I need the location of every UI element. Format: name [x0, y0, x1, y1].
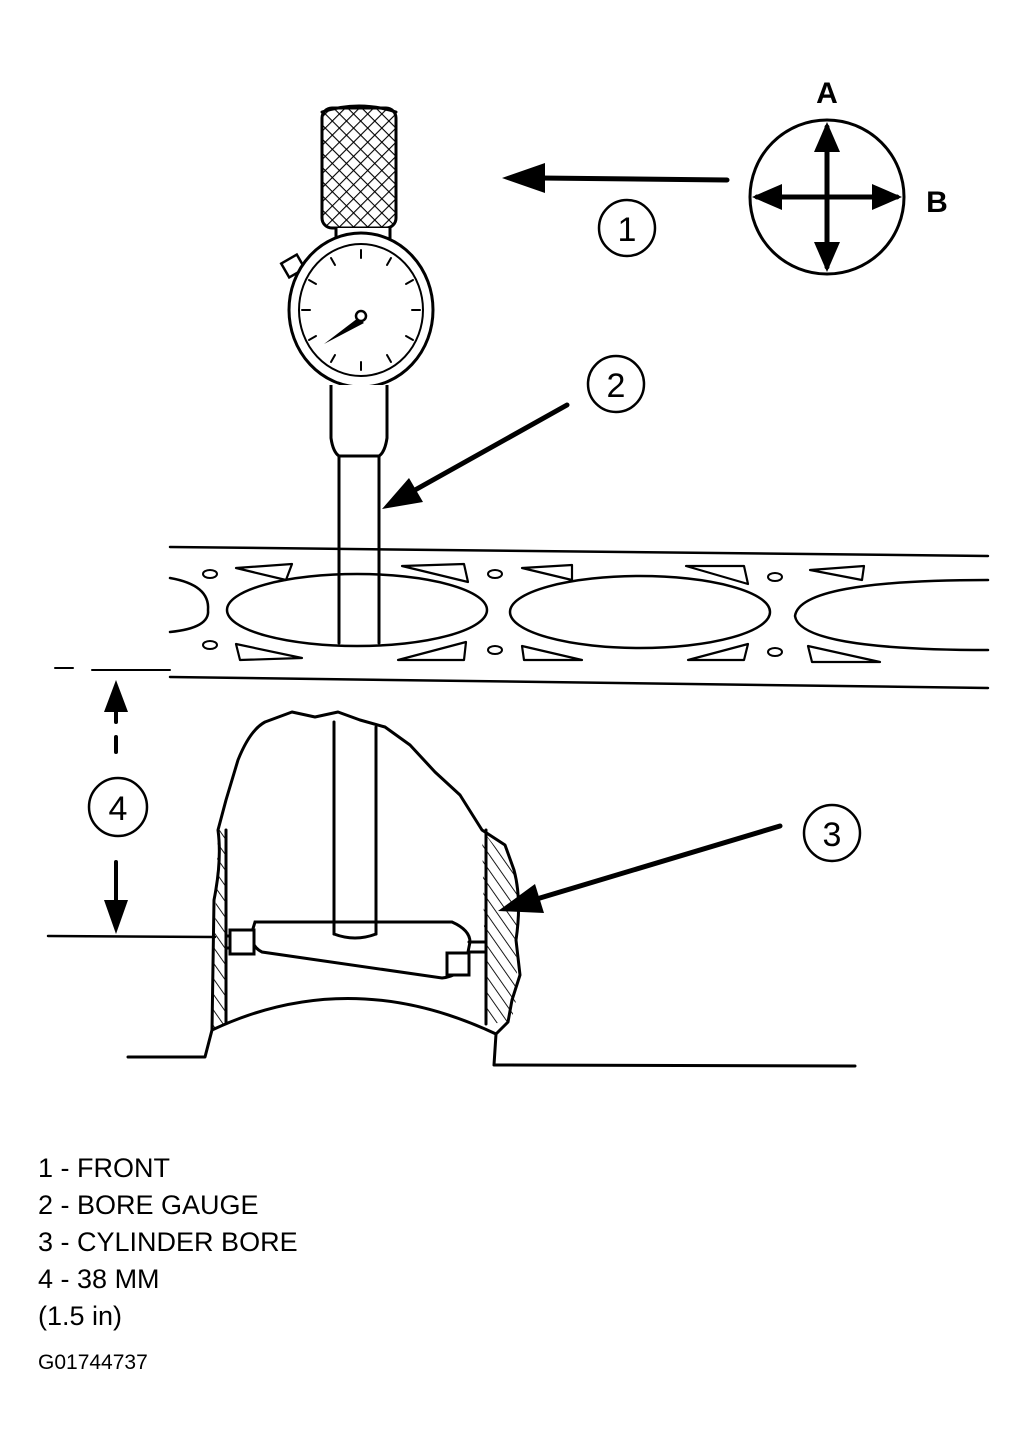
- front-arrow: [502, 163, 730, 193]
- arrow-up-icon: [814, 122, 840, 152]
- legend-item-front: 1 - FRONT: [38, 1153, 171, 1183]
- svg-text:3: 3: [823, 816, 842, 854]
- callout-2: 2: [586, 354, 646, 414]
- bore-gauge: [279, 104, 435, 645]
- direction-compass: A B: [748, 77, 948, 276]
- gauge-measuring-head: [250, 920, 472, 980]
- legend: 1 - FRONT 2 - BORE GAUGE 3 - CYLINDER BO…: [38, 1150, 298, 1335]
- direction-label-b: B: [926, 186, 948, 219]
- callout-4: 4: [87, 776, 149, 838]
- bore-opening-2: [508, 574, 772, 650]
- arrow-icon: [382, 478, 423, 509]
- bore-gauge-lower: [224, 720, 488, 980]
- arrow-up-icon: [104, 680, 128, 712]
- deck-reference-line: [54, 667, 171, 671]
- callout-3-leader: [498, 823, 783, 913]
- arrow-icon: [498, 884, 544, 913]
- legend-item-cylinder-bore: 3 - CYLINDER BORE: [38, 1227, 298, 1257]
- dial-needle: [324, 318, 364, 344]
- arrow-down-icon: [104, 900, 128, 934]
- arrow-right-icon: [872, 184, 902, 210]
- legend-item-bore-gauge: 2 - BORE GAUGE: [38, 1190, 259, 1220]
- bore-opening-3: [793, 578, 990, 652]
- arrow-left-icon: [752, 184, 782, 210]
- gauge-contact-right: [445, 951, 471, 977]
- cylinder-bore-cutaway: [126, 710, 857, 1068]
- knurled-handle: [320, 106, 398, 230]
- dial-ticks: [301, 249, 421, 371]
- legend-item-38mm: 4 - 38 MM: [38, 1264, 160, 1294]
- arrow-down-icon: [814, 242, 840, 272]
- cylinder-block-deck: [168, 545, 990, 690]
- bore-opening-1: [225, 572, 489, 648]
- svg-text:1: 1: [618, 211, 637, 249]
- callout-1: 1: [597, 198, 657, 258]
- callout-2-leader: [382, 402, 570, 509]
- svg-text:4: 4: [109, 790, 128, 828]
- direction-label-a: A: [816, 77, 838, 110]
- dimension-38mm: [46, 680, 217, 939]
- callout-3: 3: [802, 803, 862, 863]
- gauge-contact-left: [228, 928, 256, 956]
- arrow-left-icon: [502, 163, 545, 193]
- figure-id: G01744737: [38, 1351, 148, 1374]
- legend-item-38mm-imperial: (1.5 in): [38, 1301, 123, 1331]
- svg-text:2: 2: [607, 367, 626, 405]
